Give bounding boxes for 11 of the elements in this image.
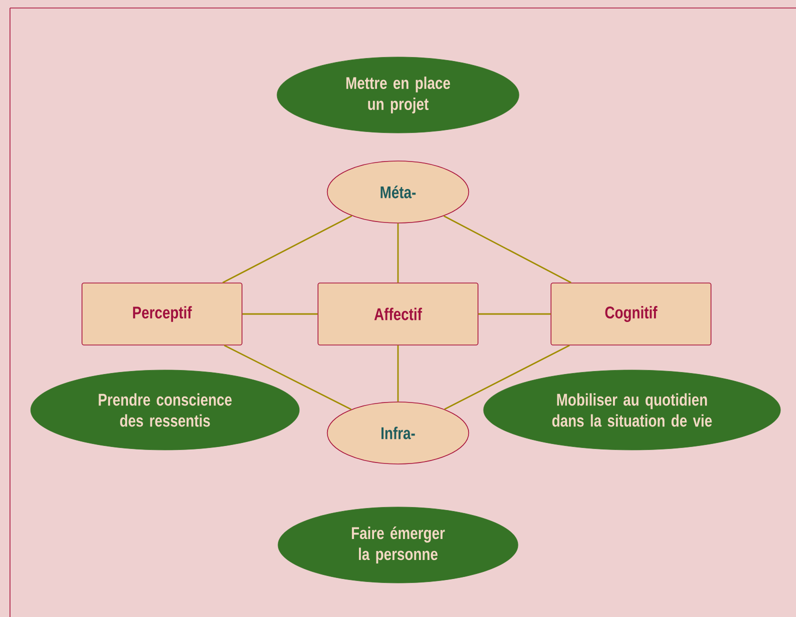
connector-line bbox=[444, 215, 572, 284]
process-box: Cognitif bbox=[550, 282, 712, 346]
connector-line bbox=[397, 345, 399, 402]
connector-line bbox=[444, 344, 570, 410]
connector-line bbox=[224, 344, 352, 410]
connector-line bbox=[222, 215, 352, 284]
connector-line bbox=[242, 313, 318, 315]
connector-line bbox=[397, 223, 399, 283]
process-box: Perceptif bbox=[82, 282, 242, 346]
connector-line bbox=[478, 313, 551, 315]
process-box: Affectif bbox=[318, 282, 478, 346]
